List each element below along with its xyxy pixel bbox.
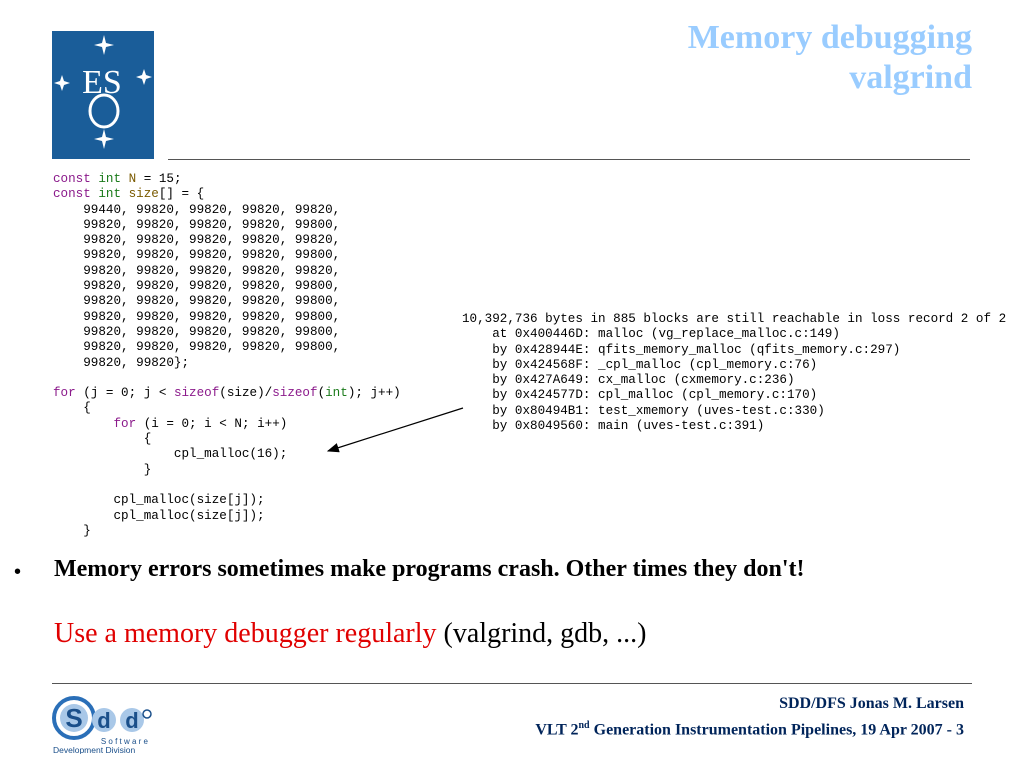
sdd-logo-line2: Development Division: [53, 745, 135, 754]
code-line: }: [53, 462, 152, 477]
eso-logo: ES: [52, 31, 154, 159]
bullet-marker: •: [14, 561, 22, 583]
valgrind-output-block: 10,392,736 bytes in 885 blocks are still…: [462, 312, 1006, 434]
title-line-1: Memory debugging: [687, 19, 972, 56]
code-line: }: [53, 523, 91, 538]
output-line: by 0x428944E: qfits_memory_malloc (qfits…: [462, 342, 901, 357]
pointer-arrow: [326, 407, 464, 453]
advice-line: Use a memory debugger regularly (valgrin…: [54, 618, 647, 650]
svg-text:d: d: [125, 708, 138, 733]
svg-text:S: S: [65, 703, 82, 733]
output-line: by 0x424577D: cpl_malloc (cpl_memory.c:1…: [462, 388, 818, 403]
output-line: at 0x400446D: malloc (vg_replace_malloc.…: [462, 327, 840, 342]
code-line: 99820, 99820, 99820, 99820, 99800,: [53, 279, 341, 294]
code-line: const int size[] = {: [53, 187, 205, 202]
sdd-logo: S d d S o f t w a r e Development Divisi…: [52, 694, 164, 755]
code-line: for (j = 0; j < sizeof(size)/sizeof(int)…: [53, 386, 401, 401]
svg-text:d: d: [97, 708, 110, 733]
footer-event-a: VLT 2: [535, 721, 579, 739]
code-line: 99440, 99820, 99820, 99820, 99820,: [53, 202, 341, 217]
title-line-2: valgrind: [849, 59, 972, 96]
code-line: for (i = 0; i < N; i++): [113, 416, 288, 431]
footer-divider: [52, 683, 972, 684]
output-line: by 0x80494B1: test_xmemory (uves-test.c:…: [462, 403, 825, 418]
bullet-text: Memory errors sometimes make programs cr…: [54, 556, 805, 582]
code-line: 99820, 99820, 99820, 99820, 99820,: [53, 233, 341, 248]
code-line: 99820, 99820, 99820, 99820, 99800,: [53, 309, 341, 324]
title-divider: [168, 159, 970, 160]
code-line: 99820, 99820, 99820, 99820, 99800,: [53, 324, 341, 339]
output-line: 10,392,736 bytes in 885 blocks are still…: [462, 312, 1007, 326]
code-line: 99820, 99820};: [53, 355, 190, 370]
advice-highlight: Use a memory debugger regularly: [54, 618, 437, 649]
footer-author: SDD/DFS Jonas M. Larsen: [779, 695, 964, 712]
footer-event-b: Generation Instrumentation Pipelines, 19…: [589, 721, 964, 739]
footer-event-sup: nd: [578, 720, 590, 731]
output-line: by 0x424568F: _cpl_malloc (cpl_memory.c:…: [462, 357, 818, 372]
code-line: 99820, 99820, 99820, 99820, 99800,: [53, 294, 341, 309]
sdd-logo-line1: S o f t w a r e: [101, 737, 149, 746]
output-line: by 0x8049560: main (uves-test.c:391): [462, 419, 765, 434]
code-line: 99820, 99820, 99820, 99820, 99800,: [53, 340, 341, 355]
code-line: {: [53, 401, 91, 416]
code-line: ​: [53, 478, 401, 493]
footer-event: VLT 2nd Generation Instrumentation Pipel…: [535, 715, 964, 741]
code-line: {: [53, 432, 152, 447]
source-code-block: const int N = 15;const int size[] = { 99…: [53, 172, 401, 539]
code-line: 99820, 99820, 99820, 99820, 99800,: [53, 217, 341, 232]
output-line: by 0x427A649: cx_malloc (cxmemory.c:236): [462, 373, 795, 388]
code-line: cpl_malloc(size[j]);: [53, 493, 265, 508]
code-line: 99820, 99820, 99820, 99820, 99820,: [53, 263, 341, 278]
code-line: const int N = 15;: [53, 172, 182, 186]
code-line: cpl_malloc(size[j]);: [53, 508, 265, 523]
advice-rest: (valgrind, gdb, ...): [436, 618, 647, 649]
code-line: 99820, 99820, 99820, 99820, 99800,: [53, 248, 341, 263]
code-line: cpl_malloc(16);: [53, 447, 288, 462]
slide-title: Memory debugging valgrind: [688, 18, 972, 98]
code-line: ​: [53, 371, 401, 386]
slide-footer: SDD/DFS Jonas M. Larsen VLT 2nd Generati…: [535, 693, 964, 741]
